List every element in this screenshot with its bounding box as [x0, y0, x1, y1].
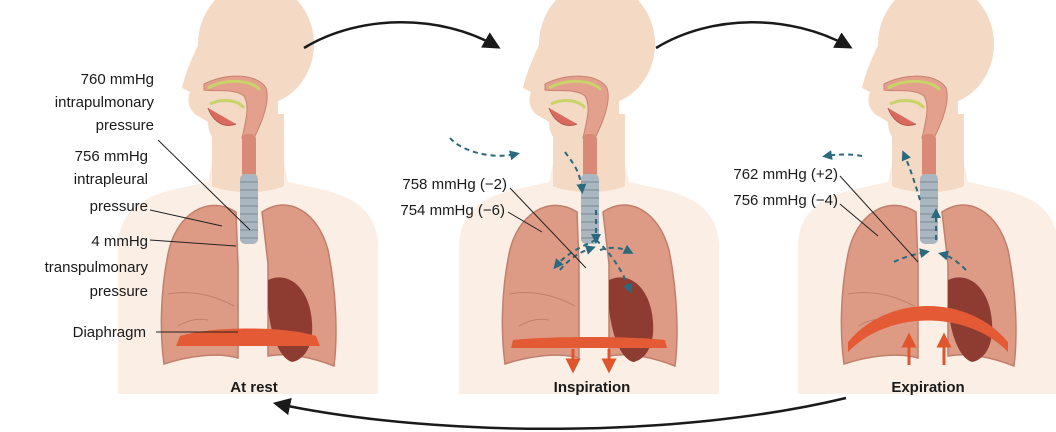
- diaphragm-label: Diaphragm: [73, 324, 146, 341]
- intrapleural-value-label: 756 mmHg: [75, 148, 148, 165]
- intrapleural-line1-label: intrapleural: [74, 171, 148, 188]
- caption-expiration: Expiration: [891, 379, 964, 396]
- cycle-arrow-expiration-to-rest: [278, 398, 846, 429]
- intrapleural-line2-label: pressure: [90, 198, 148, 215]
- transpulmonary-line2-label: pressure: [90, 283, 148, 300]
- cycle-arrow-rest-to-inspiration: [304, 22, 496, 48]
- caption-inspiration: Inspiration: [554, 379, 631, 396]
- transpulmonary-line1-label: transpulmonary: [45, 259, 149, 276]
- expiration-intrapleural-label: 756 mmHg (−4): [733, 192, 838, 209]
- intrapulmonary-line1-label: intrapulmonary: [55, 94, 155, 111]
- cycle-arrow-inspiration-to-expiration: [656, 22, 848, 48]
- transpulmonary-value-label: 4 mmHg: [91, 233, 148, 250]
- inspiration-intrapulmonary-label: 758 mmHg (−2): [402, 176, 507, 193]
- intrapulmonary-line2-label: pressure: [96, 117, 154, 134]
- figure-inspiration: [459, 0, 719, 394]
- intrapulmonary-value-label: 760 mmHg: [81, 71, 154, 88]
- expiration-intrapulmonary-label: 762 mmHg (+2): [733, 166, 838, 183]
- diaphragm-shape: [511, 337, 667, 348]
- figure-at-rest: [118, 0, 378, 394]
- caption-at-rest: At rest: [230, 379, 278, 396]
- inspiration-intrapleural-label: 754 mmHg (−6): [400, 202, 505, 219]
